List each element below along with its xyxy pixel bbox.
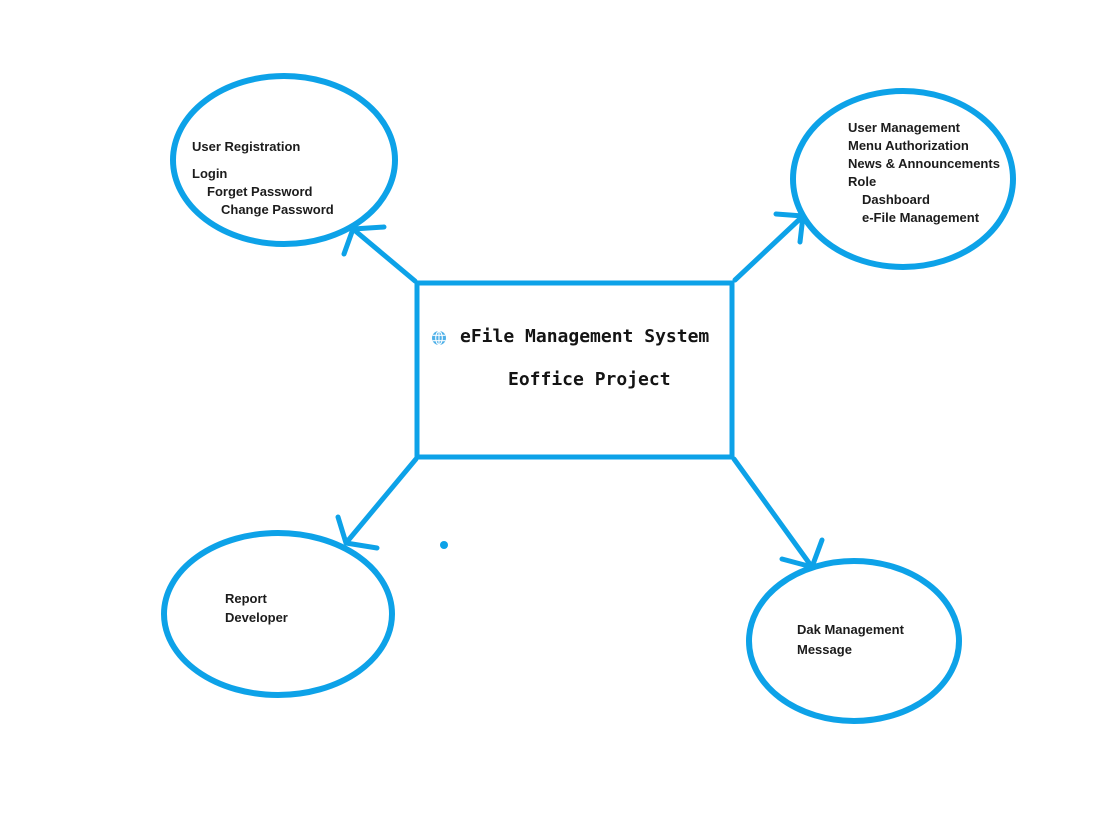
ellipse-report [161,530,395,698]
node-line: News & Announcements [848,156,1000,171]
arrow-to-user-registration [341,224,418,284]
node-line: Developer [225,610,288,625]
node-line: Menu Authorization [848,138,969,153]
ellipse-user-registration [170,73,398,247]
arrow-to-user-management [732,211,806,283]
node-line: Dashboard [862,192,930,207]
ellipse-user-management [790,88,1016,270]
arrow-to-report [335,456,419,551]
user-management-node-text: User Management Menu Authorization News … [848,119,1000,227]
node-line: User Registration [192,139,301,154]
node-line: Forget Password [207,184,313,199]
dak-management-node-text: Dak Management Message [797,621,904,661]
center-subtitle: Eoffice Project [508,369,671,390]
node-line: User Management [848,120,960,135]
node-line: Message [797,642,852,657]
report-node-text: Report Developer [225,590,288,628]
node-line: Role [848,174,877,189]
node-line: Report [225,591,267,606]
arrow-to-dak-management [731,456,825,570]
center-rectangle [414,280,735,460]
globe-icon [432,330,446,346]
node-line: Dak Management [797,622,904,637]
node-line: e-File Management [862,210,980,225]
node-line: Login [192,166,228,181]
center-title: eFile Management System [460,326,710,347]
stray-dot [440,541,448,549]
ellipse-dak-management [746,558,962,724]
user-registration-node-text: User Registration Login Forget Password … [192,138,334,219]
node-line: Change Password [221,202,334,217]
